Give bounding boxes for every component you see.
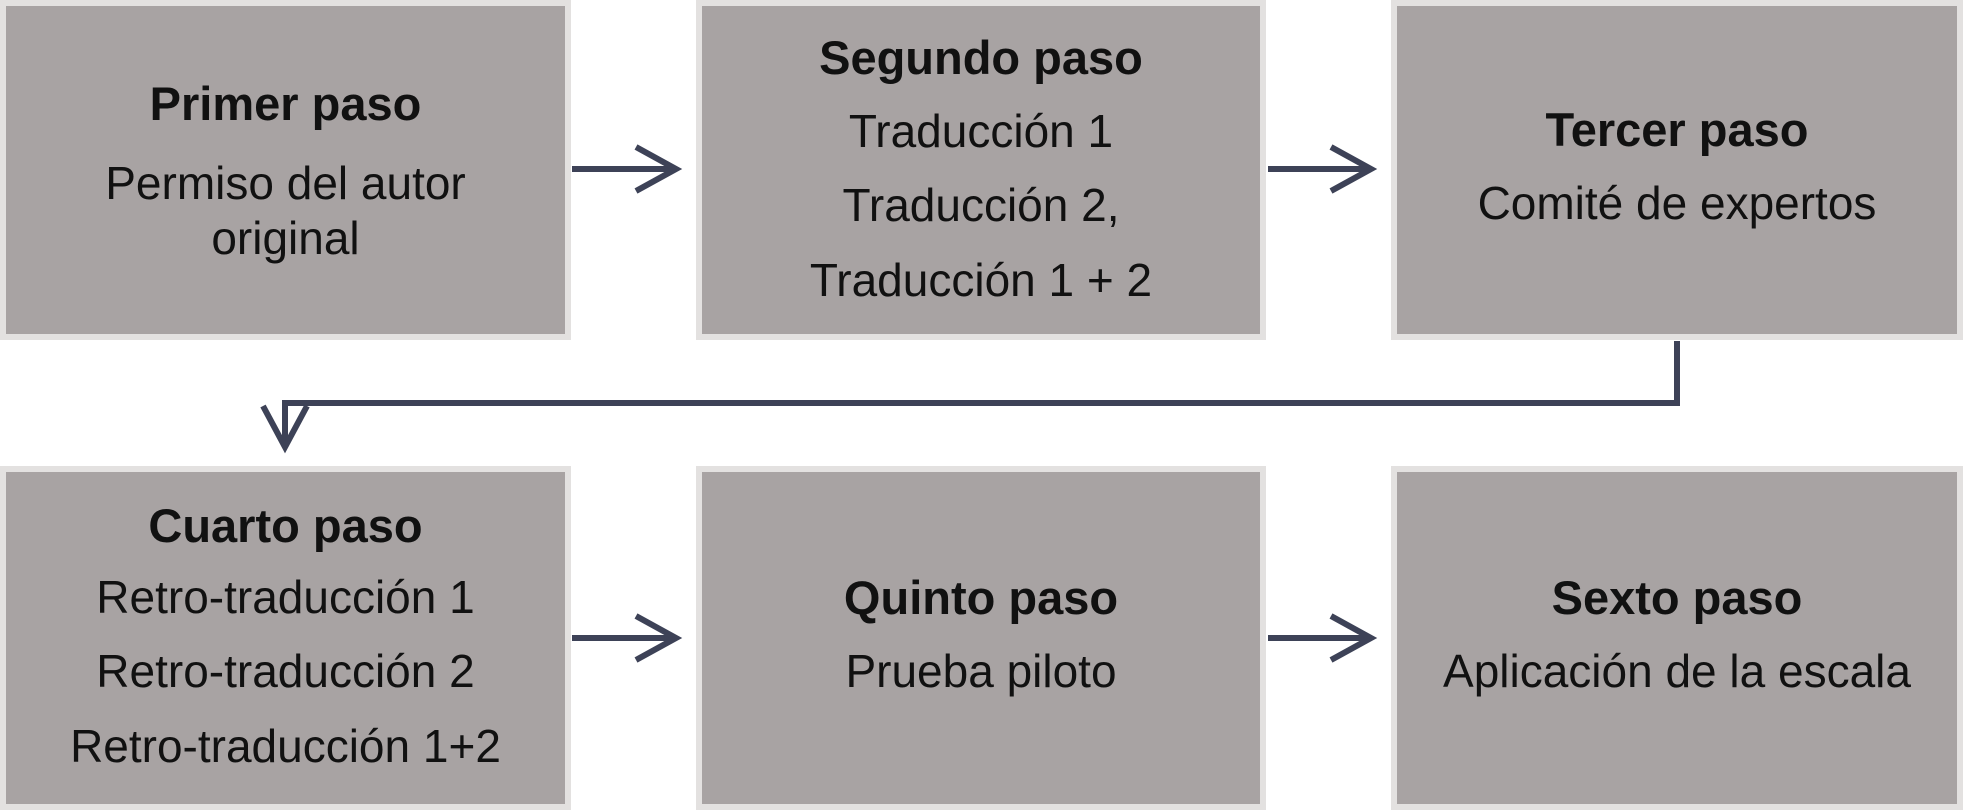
step-box-6: Sexto paso Aplicación de la escala [1391,466,1963,810]
step-line: Traducción 2, [842,179,1120,232]
step-title: Cuarto paso [148,499,423,552]
step-title: Primer paso [149,77,422,130]
step-line: Traducción 1 [848,104,1114,157]
step-line: Permiso del autor [105,156,466,209]
step-box-2: Segundo paso Traducción 1 Traducción 2, … [696,0,1266,340]
arrow-step3-to-step4 [260,341,1680,454]
step-box-1: Primer paso Permiso del autor original [0,0,571,340]
step-line: Retro-traducción 1+2 [70,719,501,772]
step-line: original [211,211,360,264]
step-line: Retro-traducción 1 [96,570,475,623]
step-line: Prueba piloto [845,644,1117,697]
step-box-5: Quinto paso Prueba piloto [696,466,1266,810]
arrow-step2-to-step3 [1268,144,1378,194]
step-line: Retro-traducción 2 [96,645,475,698]
arrow-step4-to-step5 [572,613,683,663]
step-title: Tercer paso [1545,103,1809,156]
step-box-3: Tercer paso Comité de expertos [1391,0,1963,340]
step-title: Sexto paso [1551,571,1803,624]
step-box-4: Cuarto paso Retro-traducción 1 Retro-tra… [0,466,571,810]
step-title: Segundo paso [819,31,1143,84]
step-line: Traducción 1 + 2 [809,253,1153,306]
step-line: Aplicación de la escala [1443,644,1911,697]
step-title: Quinto paso [843,571,1119,624]
arrow-step5-to-step6 [1268,613,1378,663]
step-line: Comité de expertos [1477,176,1877,229]
arrow-step1-to-step2 [572,144,683,194]
